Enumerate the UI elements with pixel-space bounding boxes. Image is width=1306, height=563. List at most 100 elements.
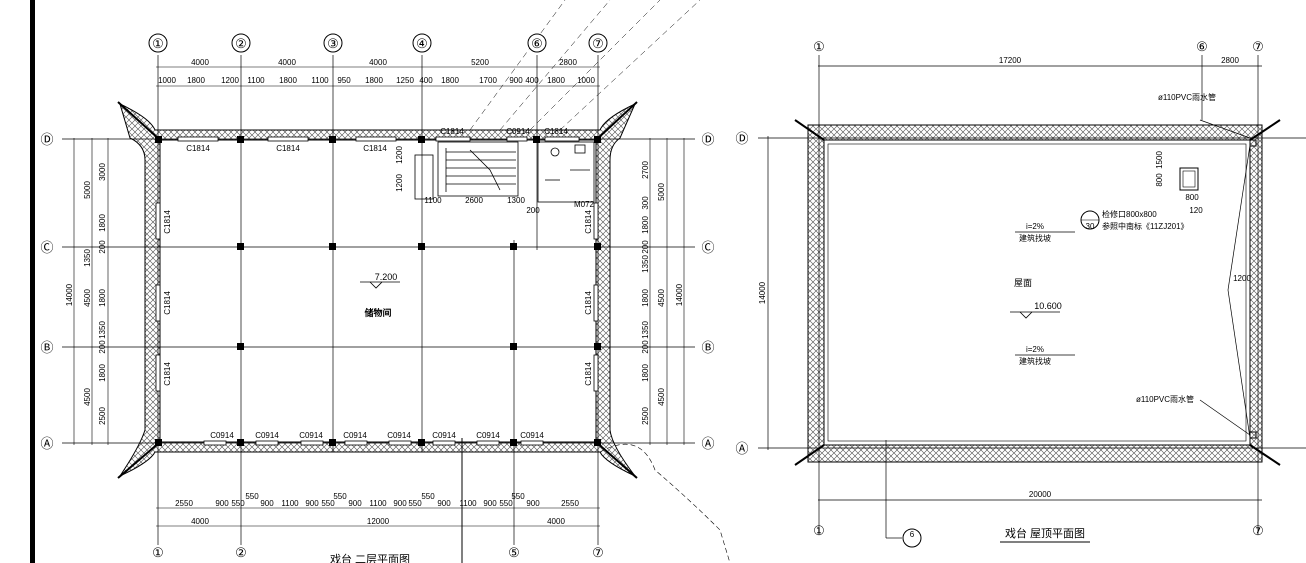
svg-text:C0914: C0914 xyxy=(432,431,456,440)
plan-title: 戏台 屋顶平面图 xyxy=(1005,526,1085,540)
svg-text:4000: 4000 xyxy=(278,58,296,67)
svg-text:550: 550 xyxy=(499,499,513,508)
svg-text:1100: 1100 xyxy=(424,196,442,205)
svg-text:900: 900 xyxy=(305,499,319,508)
svg-text:17200: 17200 xyxy=(999,56,1022,65)
axis-label: ① xyxy=(813,523,825,538)
svg-text:C0914: C0914 xyxy=(476,431,500,440)
axis-label: ⑦ xyxy=(1252,39,1264,54)
axis-label: Ⓓ xyxy=(701,132,714,147)
plan-title: 戏台 二层平面图 xyxy=(330,552,410,563)
svg-text:1100: 1100 xyxy=(369,499,387,508)
axis-label: Ⓐ xyxy=(735,441,748,456)
svg-text:300: 300 xyxy=(641,196,650,210)
right-dimensions: 2700 5000 300 1800 200 1350 1800 4500 14… xyxy=(641,161,684,425)
svg-text:M072: M072 xyxy=(574,200,595,209)
svg-text:550: 550 xyxy=(321,499,335,508)
axis-label: Ⓑ xyxy=(701,340,714,355)
svg-text:1800: 1800 xyxy=(365,76,383,85)
svg-text:1800: 1800 xyxy=(98,364,107,382)
svg-text:900: 900 xyxy=(526,499,540,508)
svg-text:建筑找坡: 建筑找坡 xyxy=(1019,233,1051,243)
axis-label: ⑥ xyxy=(531,36,543,51)
svg-text:C0914: C0914 xyxy=(387,431,411,440)
svg-text:参照中南标《11ZJ201》: 参照中南标《11ZJ201》 xyxy=(1102,221,1189,231)
svg-text:1200: 1200 xyxy=(395,146,404,164)
svg-text:1200: 1200 xyxy=(1233,274,1251,283)
sheet-border xyxy=(30,0,35,563)
svg-text:20000: 20000 xyxy=(1029,490,1052,499)
svg-text:建筑找坡: 建筑找坡 xyxy=(1019,356,1051,366)
floor-elevation: 7.200 xyxy=(375,272,398,282)
axis-label: ⑦ xyxy=(592,545,604,560)
roof-elevation: 10.600 xyxy=(1034,301,1062,311)
svg-text:4000: 4000 xyxy=(369,58,387,67)
svg-text:1350: 1350 xyxy=(98,321,107,339)
svg-text:14000: 14000 xyxy=(675,283,684,306)
svg-text:5000: 5000 xyxy=(657,183,666,201)
svg-text:1800: 1800 xyxy=(641,289,650,307)
axis-label: ② xyxy=(235,545,247,560)
svg-text:4500: 4500 xyxy=(83,289,92,307)
axis-label: ⑥ xyxy=(1196,39,1208,54)
svg-text:1000: 1000 xyxy=(577,76,595,85)
axis-label: ① xyxy=(152,36,164,51)
axis-label: Ⓐ xyxy=(701,436,714,451)
svg-text:5200: 5200 xyxy=(471,58,489,67)
svg-text:800: 800 xyxy=(1155,173,1164,187)
svg-text:120: 120 xyxy=(1189,206,1203,215)
svg-text:550: 550 xyxy=(408,499,422,508)
svg-text:2700: 2700 xyxy=(641,161,650,179)
svg-text:5000: 5000 xyxy=(83,181,92,199)
svg-text:550: 550 xyxy=(231,499,245,508)
axis-label: ④ xyxy=(416,36,428,51)
svg-text:14000: 14000 xyxy=(65,283,74,306)
svg-text:1800: 1800 xyxy=(279,76,297,85)
axis-bubbles-top: ① ② ③ ④ ⑥ ⑦ xyxy=(148,33,608,53)
svg-text:1350: 1350 xyxy=(83,249,92,267)
svg-text:4000: 4000 xyxy=(191,517,209,526)
svg-text:2800: 2800 xyxy=(1221,56,1239,65)
svg-text:550: 550 xyxy=(421,492,435,501)
svg-text:900: 900 xyxy=(348,499,362,508)
axis-label: Ⓓ xyxy=(40,132,53,147)
svg-text:1200: 1200 xyxy=(395,174,404,192)
svg-text:550: 550 xyxy=(245,492,259,501)
svg-text:6: 6 xyxy=(910,530,915,539)
svg-text:1350: 1350 xyxy=(641,255,650,273)
svg-text:200: 200 xyxy=(98,340,107,354)
pipe-label-bottom: ø110PVC雨水管 xyxy=(1136,394,1194,404)
svg-text:900: 900 xyxy=(437,499,451,508)
svg-text:1800: 1800 xyxy=(98,289,107,307)
svg-text:950: 950 xyxy=(337,76,351,85)
svg-text:1800: 1800 xyxy=(547,76,565,85)
left-floor-plan: ① ② ③ ④ ⑥ ⑦ ① ② ⑤ ⑦ Ⓓ Ⓒ Ⓑ Ⓐ Ⓓ Ⓒ Ⓑ Ⓐ 4000… xyxy=(40,0,731,563)
svg-text:C0914: C0914 xyxy=(343,431,367,440)
svg-text:1200: 1200 xyxy=(221,76,239,85)
svg-text:900: 900 xyxy=(260,499,274,508)
svg-text:200: 200 xyxy=(641,240,650,254)
svg-text:2800: 2800 xyxy=(559,58,577,67)
svg-text:1100: 1100 xyxy=(281,499,299,508)
svg-text:C0914: C0914 xyxy=(299,431,323,440)
svg-text:4500: 4500 xyxy=(83,388,92,406)
right-roof-plan: ① ⑥ ⑦ ① ⑦ Ⓓ Ⓐ 17200 2800 20000 14000 ø11… xyxy=(735,39,1306,548)
left-dimensions: 5000 3000 1800 1350 200 4500 14000 1800 … xyxy=(65,163,107,425)
svg-text:3000: 3000 xyxy=(98,163,107,181)
svg-text:400: 400 xyxy=(419,76,433,85)
svg-text:2600: 2600 xyxy=(465,196,483,205)
bottom-dimensions: 2550 900 550 550 900 1100 900 550 550 90… xyxy=(175,492,579,526)
svg-text:C1814: C1814 xyxy=(163,362,172,386)
svg-text:C1814: C1814 xyxy=(584,210,593,234)
roof-label: 屋面 xyxy=(1014,278,1032,288)
svg-text:2500: 2500 xyxy=(98,407,107,425)
svg-text:550: 550 xyxy=(511,492,525,501)
svg-text:C1814: C1814 xyxy=(363,144,387,153)
axis-label: Ⓓ xyxy=(735,131,748,146)
room-name: 储物间 xyxy=(364,307,391,318)
roof-interior xyxy=(823,139,1251,446)
axis-label: Ⓐ xyxy=(40,436,53,451)
svg-text:4500: 4500 xyxy=(657,388,666,406)
svg-text:C1814: C1814 xyxy=(163,291,172,315)
slope-label: i=2% xyxy=(1026,222,1044,231)
